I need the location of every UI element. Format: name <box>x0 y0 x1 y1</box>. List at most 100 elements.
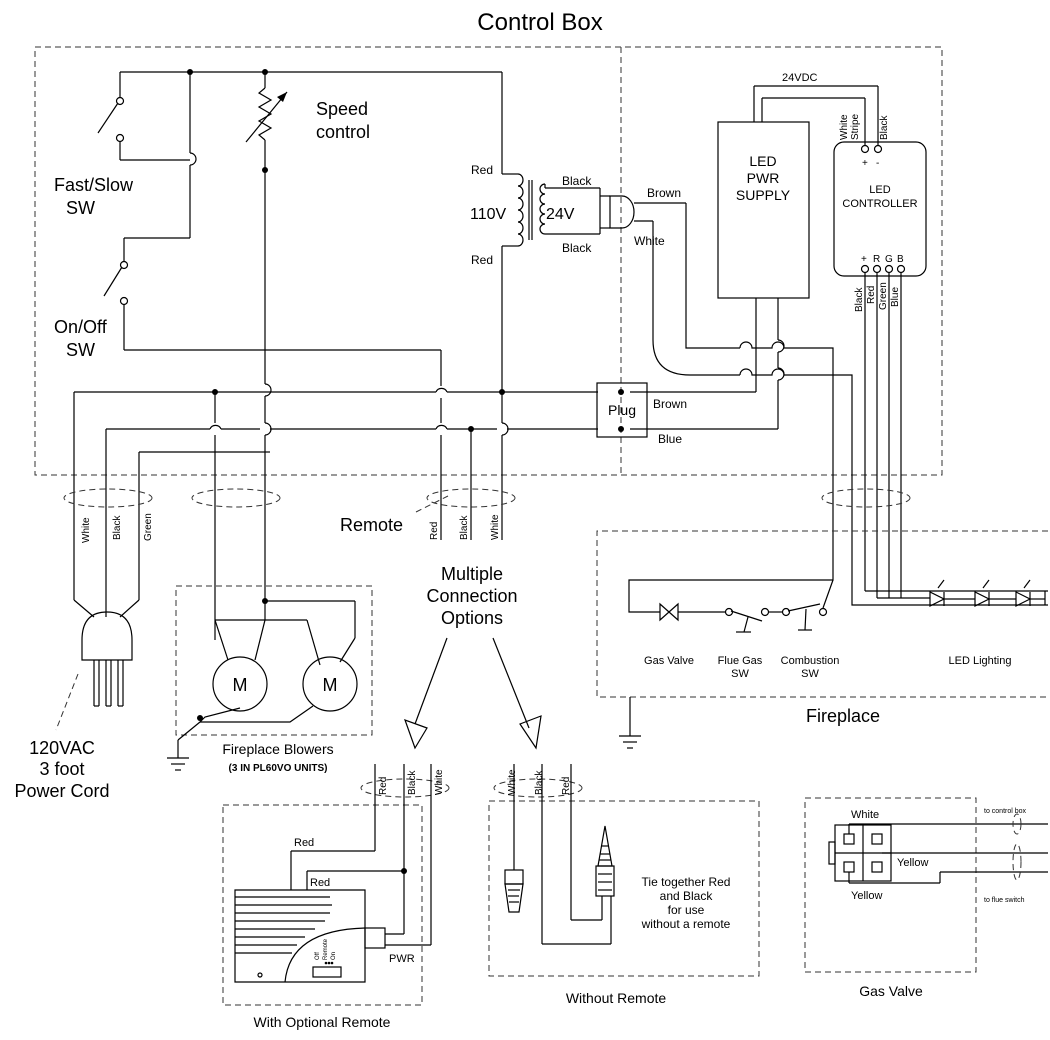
led-lighting-icon <box>877 579 1046 607</box>
speed-control-resistor <box>245 72 288 155</box>
supply-input-wires <box>628 298 1048 613</box>
junction-dot <box>618 389 624 395</box>
plug <box>596 382 648 438</box>
cord-black-label: Black <box>112 515 123 540</box>
to-control-box-label: to control box <box>984 808 1027 815</box>
fireplace-boundary <box>596 530 1048 698</box>
opt-red-label: Red <box>378 777 389 795</box>
without-remote-label: Without Remote <box>566 990 667 1006</box>
wire-nut-left-icon <box>504 869 524 913</box>
motor-left-label: M <box>233 675 248 695</box>
junction-dot <box>262 167 268 173</box>
tie-note-1: Tie together Red <box>642 875 731 889</box>
opt-red-label-lower: Red <box>310 877 330 889</box>
led-pwr-supply-label-1: LED <box>749 153 776 169</box>
fireplace-wiring <box>619 579 834 749</box>
plus-terminal-label: + <box>862 158 868 169</box>
wire-nut-right-icon <box>595 825 615 897</box>
brown-wire-label-lower: Brown <box>653 397 687 411</box>
remote-junction-dot <box>401 868 407 874</box>
black-dc-label: Black <box>879 115 890 140</box>
blowers-note: (3 IN PL60VO UNITS) <box>229 763 328 774</box>
pwr-label: PWR <box>389 953 415 965</box>
opt-black-label: Black <box>407 770 418 795</box>
remote-on-label: On <box>331 952 337 960</box>
controller-outputs <box>860 264 1048 598</box>
led-controller <box>833 141 927 277</box>
wo-white-label: White <box>507 769 518 795</box>
minus-terminal-label: - <box>876 158 879 169</box>
cable-bundle-ellipse <box>1012 813 1022 835</box>
tie-note-2: and Black <box>660 889 714 903</box>
tie-note-4: without a remote <box>641 917 731 931</box>
junction-dot <box>262 69 268 75</box>
cable-bundle-ellipse <box>426 488 516 508</box>
black-out-label: Black <box>854 287 865 312</box>
gv-yellow-label-1: Yellow <box>897 857 928 869</box>
junction-dot <box>187 69 193 75</box>
transformer-connector <box>609 195 635 229</box>
without-remote-wiring <box>513 764 612 945</box>
transformer <box>501 72 600 540</box>
opt-red-label-upper: Red <box>294 837 314 849</box>
white-stripe-label-2: Stripe <box>850 113 861 140</box>
fireplace-label: Fireplace <box>806 706 880 726</box>
transformer-24v-label: 24V <box>546 206 575 223</box>
speed-control-label-2: control <box>316 122 370 142</box>
remote-off-label: Off <box>315 952 321 960</box>
power-cord-label-1: 120VAC <box>29 738 95 758</box>
options-label-3: Options <box>441 608 503 628</box>
led-lighting-label: LED Lighting <box>949 655 1012 667</box>
blower-motor-right <box>302 656 358 712</box>
red-out-label: Red <box>866 286 877 304</box>
green-out-label: Green <box>878 282 889 310</box>
led-pwr-supply-label-2: PWR <box>747 170 780 186</box>
on-off-label-2: SW <box>66 340 95 360</box>
remote-remote-label: Remote <box>323 938 329 960</box>
gv-white-label: White <box>851 809 879 821</box>
to-flue-switch-label: to flue switch <box>984 897 1025 904</box>
remote-label: Remote <box>340 515 403 535</box>
motor-right-label: M <box>323 675 338 695</box>
power-plug-icon <box>81 611 133 707</box>
cord-green-label: Green <box>143 513 154 541</box>
led-controller-label-2: CONTROLLER <box>842 198 917 210</box>
remote-red-label: Red <box>429 522 440 540</box>
options-label-1: Multiple <box>441 564 503 584</box>
led-controller-label-1: LED <box>869 184 890 196</box>
secondary-black-bottom-label: Black <box>562 241 592 255</box>
cable-bundle-ellipse <box>63 488 153 508</box>
control-box-boundary <box>34 46 943 476</box>
blower-motor-left <box>212 656 268 712</box>
with-remote-wiring <box>290 764 432 946</box>
b-out-label: B <box>897 254 904 265</box>
gas-valve-detail <box>828 823 1048 884</box>
fast-slow-label-2: SW <box>66 198 95 218</box>
wo-red-label: Red <box>561 777 572 795</box>
tie-note-3: for use <box>668 903 705 917</box>
combustion-label-1: Combustion <box>781 655 840 667</box>
cable-bundle-ellipse <box>493 778 583 798</box>
led-pwr-supply-label-3: SUPPLY <box>736 187 791 203</box>
vdc-24-label: 24VDC <box>782 72 818 84</box>
fast-slow-label-1: Fast/Slow <box>54 175 134 195</box>
flue-gas-label-2: SW <box>731 668 749 680</box>
combustion-label-2: SW <box>801 668 819 680</box>
transformer-110v-label: 110V <box>470 206 507 223</box>
junction-dot <box>618 426 624 432</box>
plus-out-label: + <box>861 254 867 265</box>
gas-valve-label: Gas Valve <box>644 655 694 667</box>
primary-red-bottom-label: Red <box>471 253 493 267</box>
gv-yellow-label-2: Yellow <box>851 890 882 902</box>
options-arrows <box>404 637 542 750</box>
blower-wiring <box>167 600 356 771</box>
power-cord-label-2: 3 foot <box>39 759 84 779</box>
power-cord-wires <box>73 392 270 618</box>
brown-wire-label-upper: Brown <box>647 186 681 200</box>
switch-circuit <box>97 71 502 381</box>
speed-control-label-1: Speed <box>316 99 368 119</box>
flue-gas-label-1: Flue Gas <box>718 655 763 667</box>
gas-valve-box-label: Gas Valve <box>859 983 923 999</box>
remote-white-label: White <box>490 514 501 540</box>
blower-junction-dot <box>197 715 203 721</box>
